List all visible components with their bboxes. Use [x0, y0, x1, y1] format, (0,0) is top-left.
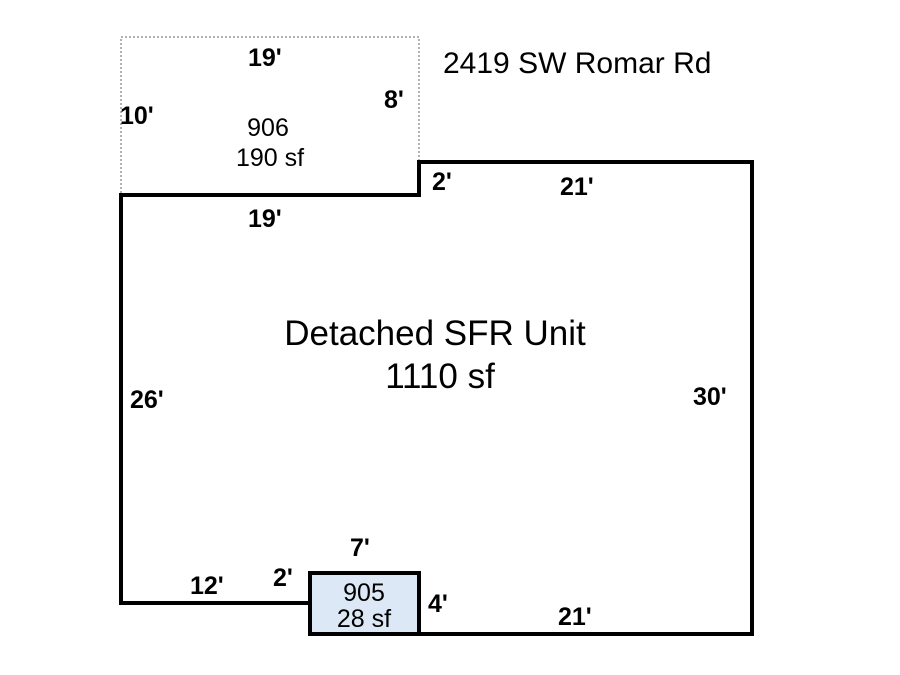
dim-upper-bottom: 19'	[248, 205, 282, 233]
dim-step-top: 2'	[432, 168, 452, 196]
main-unit-outline	[119, 160, 754, 636]
main-unit-area: 1110 sf	[385, 357, 495, 396]
lower-area-code: 905	[343, 579, 385, 607]
dim-upper-top: 19'	[248, 44, 282, 72]
dim-lower-top: 7'	[350, 534, 370, 562]
dim-step-left: 2'	[273, 564, 293, 592]
dim-top-right: 21'	[560, 173, 594, 201]
address: 2419 SW Romar Rd	[443, 47, 711, 80]
lower-area-outline	[308, 571, 421, 636]
dim-upper-left: 10'	[120, 102, 154, 130]
dim-right: 30'	[693, 383, 727, 411]
lower-area-fill	[310, 573, 419, 634]
dim-bottom-right: 21'	[558, 603, 592, 631]
upper-area-code: 906	[247, 114, 289, 142]
upper-area-size: 190 sf	[236, 144, 304, 172]
main-unit-name: Detached SFR Unit	[284, 314, 586, 353]
dim-upper-right: 8'	[384, 86, 404, 114]
lower-area-size: 28 sf	[337, 605, 391, 633]
dim-lower-right: 4'	[428, 590, 448, 618]
dim-left: 26'	[130, 386, 164, 414]
dim-bottom-left: 12'	[190, 572, 224, 600]
